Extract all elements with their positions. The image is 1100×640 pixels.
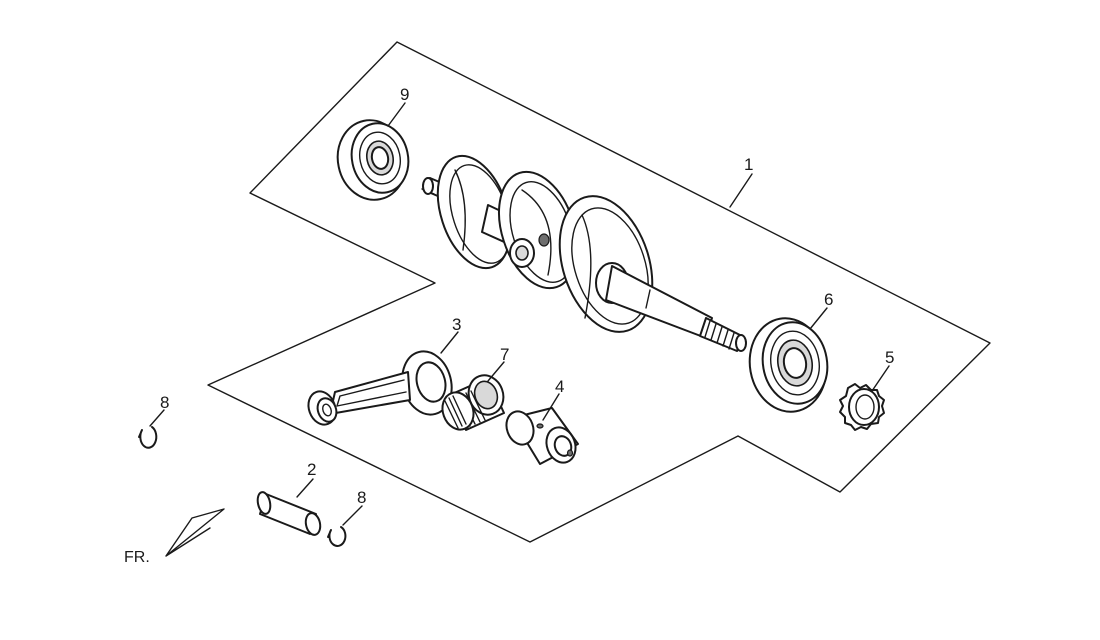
- part-crankshaft: [421, 154, 747, 352]
- leader-5: [871, 365, 890, 392]
- callout-9: 9: [400, 85, 409, 104]
- callout-3: 3: [452, 315, 461, 334]
- assembly-boundary: [207, 41, 991, 543]
- leader-8b: [342, 505, 363, 526]
- part-bearing-right: [748, 317, 829, 413]
- part-drive-gear: [839, 383, 885, 431]
- callout-2: 2: [307, 460, 316, 479]
- part-piston-pin: [256, 491, 322, 536]
- leader-1: [729, 173, 753, 208]
- front-label: FR.: [124, 549, 150, 566]
- callout-6: 6: [824, 290, 833, 309]
- leader-3: [440, 331, 459, 354]
- callout-4: 4: [555, 377, 564, 396]
- part-pin-cylinder: [505, 407, 579, 465]
- callout-7: 7: [500, 345, 509, 364]
- leader-9: [387, 102, 406, 127]
- callout-5: 5: [885, 348, 894, 367]
- part-bearing-left: [336, 119, 410, 201]
- leader-6: [809, 307, 828, 330]
- part-circlip-upper: [138, 426, 158, 449]
- leader-2: [296, 478, 314, 498]
- callout-8-lower: 8: [357, 488, 366, 507]
- part-connecting-rod: [307, 350, 453, 426]
- leader-4: [542, 393, 560, 421]
- front-arrow-icon: [165, 508, 225, 557]
- leader-7: [487, 361, 505, 382]
- front-direction-indicator: FR.: [124, 508, 225, 566]
- callout-1: 1: [744, 155, 753, 174]
- leader-8a: [149, 409, 165, 427]
- callout-8-upper: 8: [160, 393, 169, 412]
- part-needle-bearing: [441, 374, 505, 431]
- part-circlip-lower: [327, 526, 347, 547]
